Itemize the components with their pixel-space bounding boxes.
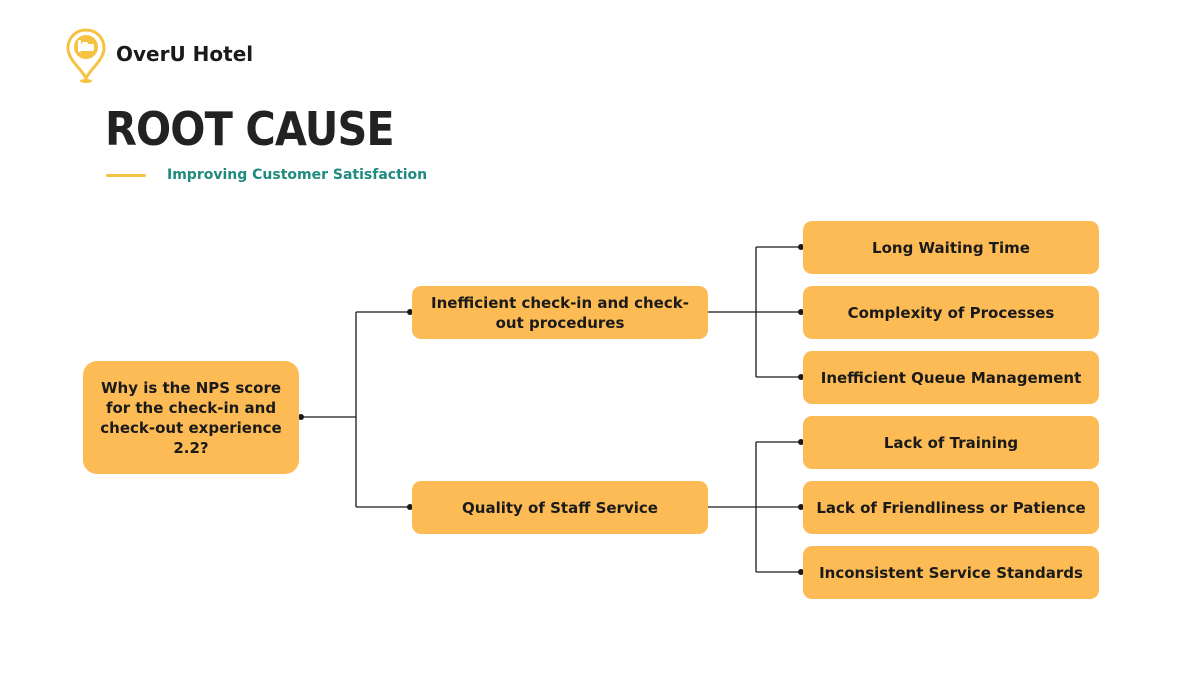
hotel-location-pin-icon xyxy=(66,28,106,83)
connector-dot-leaf-2-2 xyxy=(798,504,804,510)
connector-dot-root xyxy=(298,414,304,420)
page-title: ROOT CAUSE xyxy=(105,102,395,156)
connector-dot-branch-1 xyxy=(407,309,413,315)
connector-dot-branch-2 xyxy=(407,504,413,510)
branch-node-procedures: Inefficient check-in and check-out proce… xyxy=(412,286,708,339)
cause-node-queue-management: Inefficient Queue Management xyxy=(803,351,1099,404)
connector-dot-leaf-1-1 xyxy=(798,244,804,250)
cause-node-lack-of-training: Lack of Training xyxy=(803,416,1099,469)
root-question-node: Why is the NPS score for the check-in an… xyxy=(83,361,299,474)
cause-node-friendliness-patience: Lack of Friendliness or Patience xyxy=(803,481,1099,534)
connector-dot-leaf-1-2 xyxy=(798,309,804,315)
brand-name: OverU Hotel xyxy=(116,42,254,66)
branch-node-staff-service: Quality of Staff Service xyxy=(412,481,708,534)
title-accent-rule xyxy=(106,174,146,177)
connector-dot-leaf-2-3 xyxy=(798,569,804,575)
connector-dot-leaf-2-1 xyxy=(798,439,804,445)
cause-node-long-waiting-time: Long Waiting Time xyxy=(803,221,1099,274)
connector-dot-leaf-1-3 xyxy=(798,374,804,380)
cause-node-complexity-of-processes: Complexity of Processes xyxy=(803,286,1099,339)
page-subtitle: Improving Customer Satisfaction xyxy=(167,167,428,183)
cause-node-service-standards: Inconsistent Service Standards xyxy=(803,546,1099,599)
